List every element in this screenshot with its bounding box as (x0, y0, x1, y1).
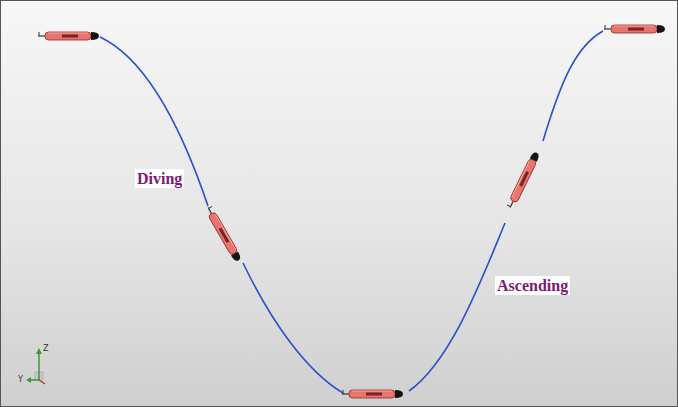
glider (507, 151, 541, 209)
axis-label: Y (18, 375, 23, 384)
phase-label: Diving (135, 169, 184, 188)
phase-label: Ascending (495, 276, 570, 295)
glider (604, 25, 665, 33)
trajectory-curve (100, 31, 603, 393)
glider (342, 390, 403, 398)
axis-triad (26, 348, 45, 384)
glider (205, 206, 242, 263)
axis-label: Z (43, 344, 48, 353)
glider (38, 32, 99, 40)
